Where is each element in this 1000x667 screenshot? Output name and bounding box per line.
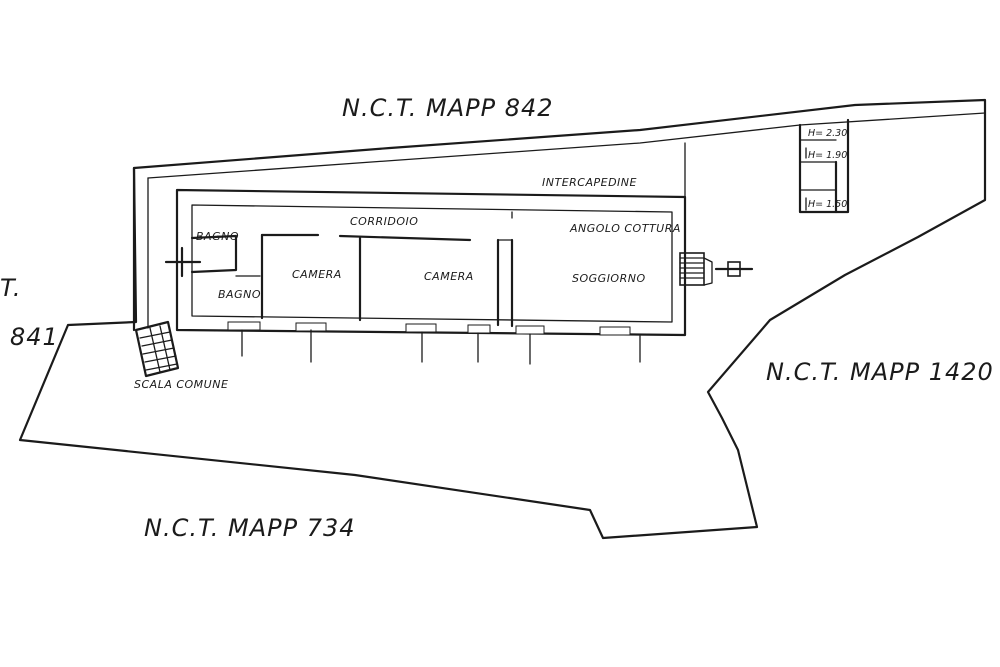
wall-bagno-1 (190, 234, 238, 274)
entrance-steps (679, 252, 705, 286)
entrance-rail (703, 257, 713, 286)
room-label-soggiorno: SOGGIORNO (572, 272, 646, 285)
room-label-camera-2: CAMERA (424, 270, 474, 283)
room-label-corridoio: CORRIDOIO (350, 215, 418, 228)
window (515, 325, 545, 335)
parcel-label-west-bottom: 841 (10, 323, 59, 351)
room-label-bagno-1: BAGNO (196, 230, 239, 243)
room-label-angolo-cottura: ANGOLO COTTURA (569, 222, 681, 235)
height-annotations (798, 118, 850, 214)
height-note-2: H= 1.90 (808, 150, 847, 161)
room-label-camera-1: CAMERA (292, 268, 342, 281)
parcel-label-east: N.C.T. MAPP 1420 (766, 358, 994, 386)
window (467, 324, 491, 334)
parcel-label-south: N.C.T. MAPP 734 (144, 514, 356, 542)
lot-inner-line (147, 112, 986, 179)
building-inner-wall (191, 204, 673, 323)
height-note-3: H= 1.50 (808, 199, 847, 210)
room-label-bagno-2: BAGNO (218, 288, 261, 301)
entrance-steps-treads (679, 257, 705, 279)
window (227, 321, 261, 331)
window (405, 323, 437, 333)
height-note-1: H= 2.30 (808, 128, 847, 139)
common-stair (134, 320, 180, 378)
building-outer-wall (175, 188, 687, 337)
entrance-marker (727, 261, 741, 277)
room-label-intercapedine: INTERCAPEDINE (542, 176, 637, 189)
window (599, 326, 631, 336)
parcel-label-north: N.C.T. MAPP 842 (342, 94, 554, 122)
parcel-label-west-top: T. (0, 274, 21, 302)
wall-corridor-top (338, 234, 472, 242)
lot-boundary (18, 98, 987, 540)
room-label-scala-comune: SCALA COMUNE (134, 378, 228, 391)
west-entrance (164, 246, 202, 278)
